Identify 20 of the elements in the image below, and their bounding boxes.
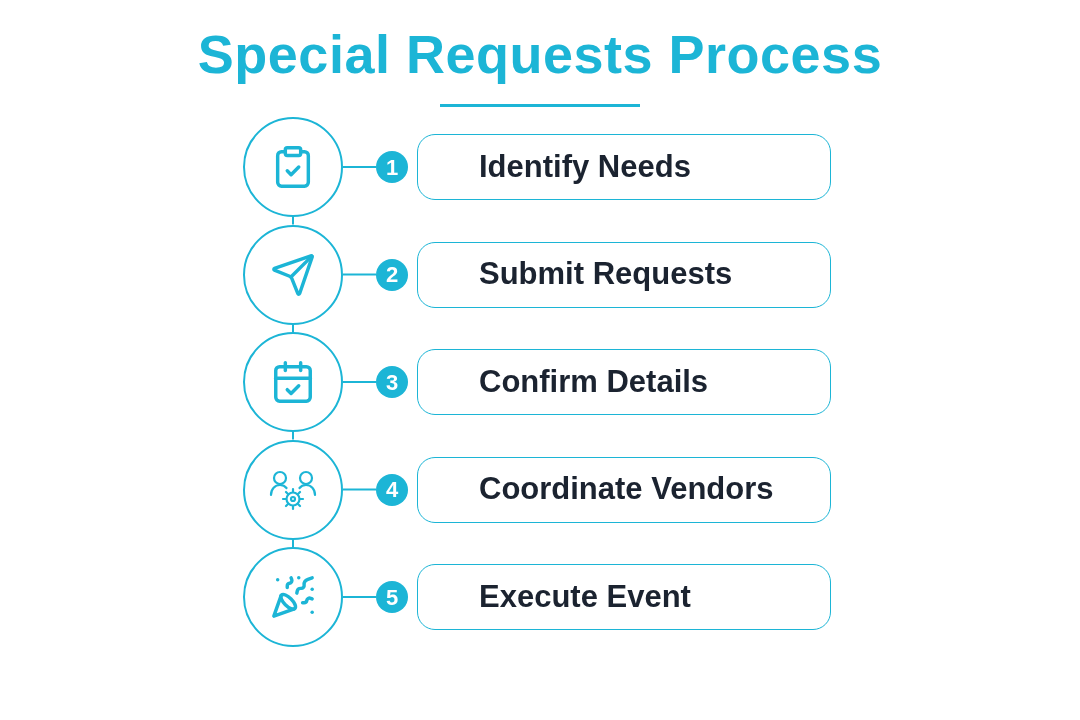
step-box: Confirm Details (417, 349, 831, 415)
connector-line (292, 323, 294, 333)
connector-line (292, 538, 294, 548)
connector-line (342, 381, 377, 383)
step-number-badge: 1 (376, 151, 408, 183)
step-box: Submit Requests (417, 241, 831, 308)
step-box: Coordinate Vendors (417, 456, 831, 523)
step-number-badge: 5 (376, 581, 408, 613)
connector-line (292, 431, 294, 441)
step-box: Execute Event (417, 564, 831, 630)
connector-line (292, 216, 294, 226)
connector-line (342, 488, 377, 491)
connector-line (342, 166, 377, 168)
step-number-badge: 2 (376, 258, 408, 291)
step-box: Identify Needs (417, 134, 831, 200)
connector-line (342, 273, 377, 276)
connector-line (342, 596, 377, 598)
step-number-badge: 3 (376, 366, 408, 398)
title: Special Requests Process (197, 23, 883, 86)
step-number-badge: 4 (376, 473, 408, 506)
